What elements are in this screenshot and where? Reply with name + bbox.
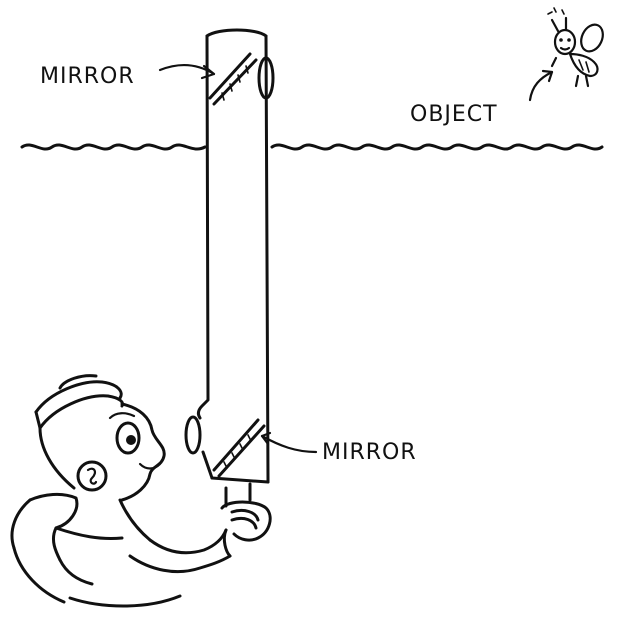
top-mirror [208,52,258,106]
bottom-mirror-arrow [260,434,318,454]
fly-object [547,7,604,88]
object-label: OBJECT [410,102,498,127]
top-mirror-label: MIRROR [40,64,135,89]
sailor-boy [10,374,272,608]
object-arrow [528,70,554,102]
bottom-mirror-label: MIRROR [322,440,417,465]
periscope-tube [184,28,275,484]
water-surface-line [20,143,604,151]
top-window-lens [257,56,275,100]
bottom-mirror [212,418,266,478]
